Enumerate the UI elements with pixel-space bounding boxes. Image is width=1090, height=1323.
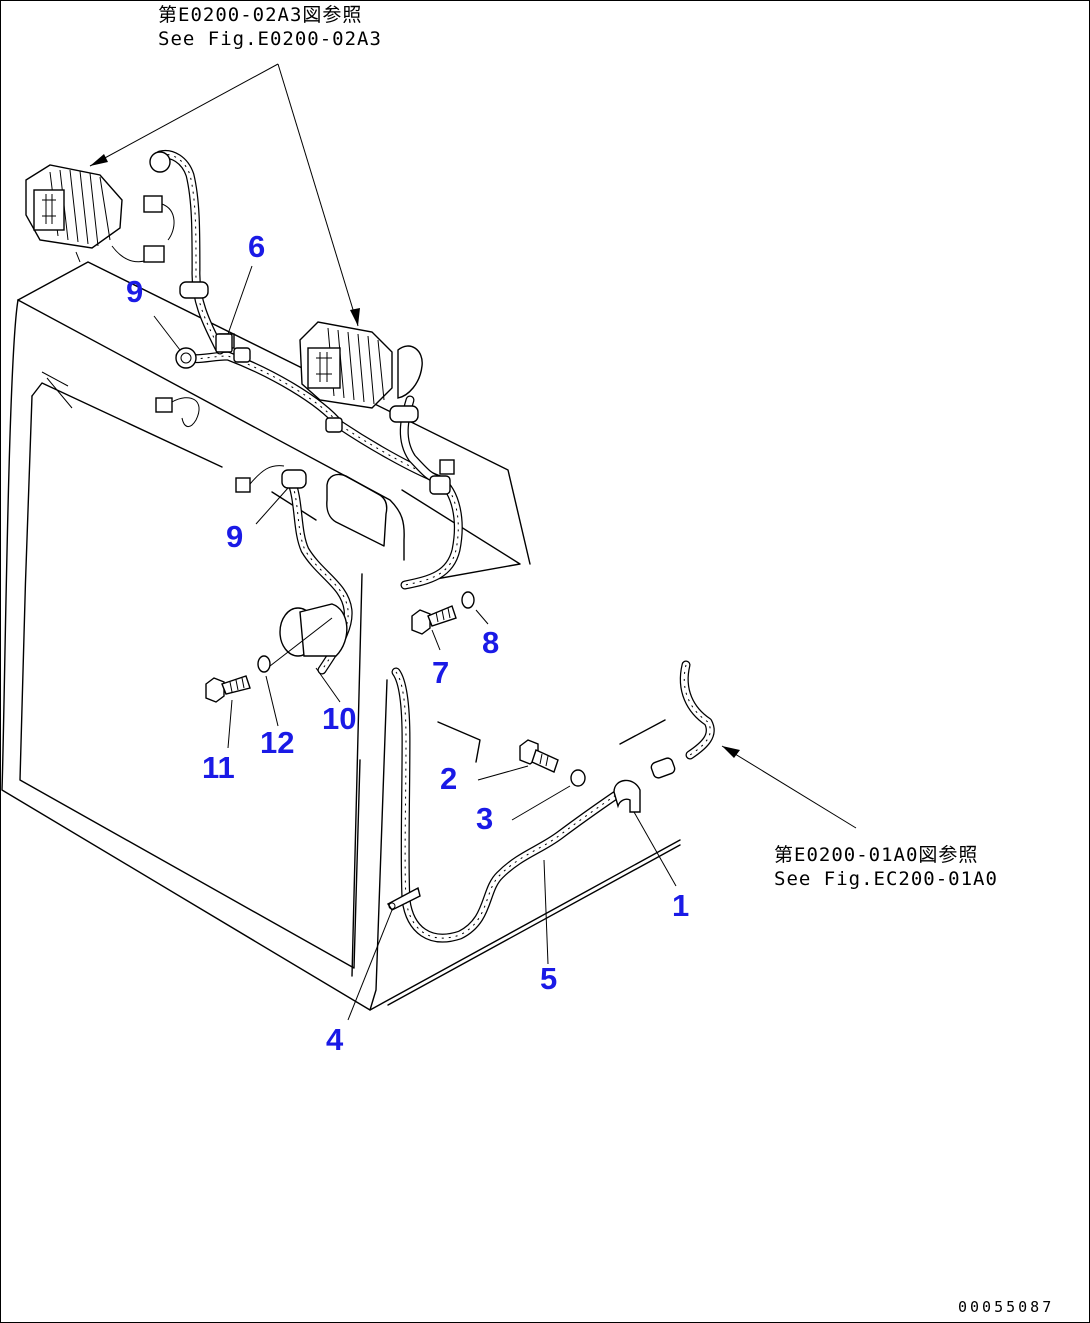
clamp-6: [215, 333, 233, 353]
callout-10: 10: [322, 701, 357, 736]
reference-right-en: See Fig.EC200-01A0: [774, 867, 998, 890]
callout-8: 8: [482, 625, 500, 660]
bolt-2: [519, 739, 559, 773]
cab-trim-line: [437, 721, 481, 763]
callout-5: 5: [540, 961, 558, 996]
lower-wire-harness: [391, 660, 715, 943]
callout-1: 1: [672, 888, 690, 923]
washer-8: [461, 591, 475, 609]
callout-6: 6: [248, 229, 266, 264]
reference-note-top: 第E0200-02A3図参照 See Fig.E0200-02A3: [158, 4, 382, 52]
reference-top-en: See Fig.E0200-02A3: [158, 27, 382, 50]
callout-11: 11: [202, 750, 235, 785]
callout-4: 4: [326, 1022, 344, 1057]
grommets: [143, 151, 455, 495]
bolt-7: [411, 605, 457, 635]
clip-1: [613, 779, 641, 813]
work-lamp-right: [299, 321, 423, 409]
reference-right-jp: 第E0200-01A0図参照: [774, 844, 979, 866]
work-lamp-left: [25, 164, 165, 263]
bolt-11: [205, 675, 251, 703]
cab-trim-line-2: [619, 719, 666, 745]
leader-lines: [153, 265, 677, 1021]
callout-9-top: 9: [126, 274, 144, 309]
reference-note-right: 第E0200-01A0図参照 See Fig.EC200-01A0: [774, 844, 998, 892]
cab-body: [1, 261, 681, 1011]
reference-arrows: [89, 63, 857, 829]
clamp-4: [386, 886, 421, 911]
drawing-code: 00055087: [958, 1298, 1055, 1316]
callout-9-mid: 9: [226, 519, 244, 554]
callout-12: 12: [260, 725, 295, 760]
horn-assembly: [269, 603, 348, 667]
washer-12: [257, 655, 271, 673]
callout-2: 2: [440, 761, 458, 796]
washer-3: [570, 769, 586, 787]
wire-harness: [155, 149, 463, 675]
cab-window: [19, 371, 388, 977]
callout-7: 7: [432, 655, 450, 690]
cab-roof-edge: [401, 489, 521, 585]
reference-top-jp: 第E0200-02A3図参照: [158, 4, 363, 26]
callout-3: 3: [476, 801, 494, 836]
